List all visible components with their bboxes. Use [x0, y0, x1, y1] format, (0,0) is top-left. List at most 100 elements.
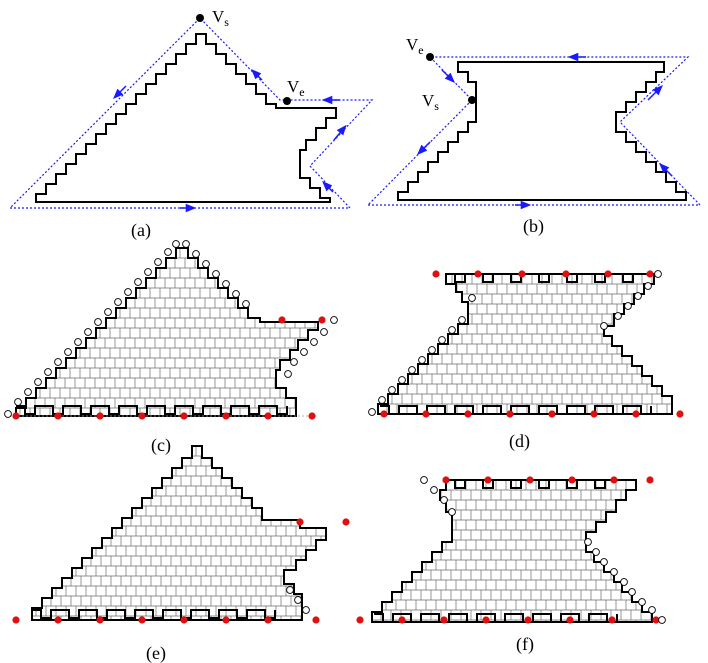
filled-marker [474, 270, 482, 278]
open-marker [368, 408, 376, 416]
panel-e-grid [32, 446, 326, 620]
open-marker [284, 370, 292, 378]
filled-marker [318, 316, 326, 324]
open-marker [592, 548, 600, 556]
filled-marker [562, 270, 570, 278]
open-marker [614, 312, 622, 320]
filled-marker [526, 476, 534, 484]
panel-a-outline [35, 33, 337, 203]
filled-marker [12, 412, 20, 420]
open-marker [24, 388, 32, 396]
filled-marker [646, 270, 654, 278]
open-marker [114, 298, 122, 306]
panel-a: Vs Ve (a) [9, 7, 374, 241]
filled-marker [180, 412, 188, 420]
filled-marker [138, 616, 146, 624]
panel-f-bottom-crenel [374, 613, 618, 623]
caption-e: (e) [146, 643, 166, 663]
open-marker [448, 326, 456, 334]
open-marker [286, 586, 294, 594]
open-marker [378, 396, 386, 404]
filled-marker [590, 410, 598, 418]
panel-e-bottom-crenel [32, 609, 276, 619]
open-marker [388, 386, 396, 394]
vs-label: Vs [422, 91, 439, 113]
filled-marker [568, 476, 576, 484]
open-marker [398, 376, 406, 384]
caption-a: (a) [131, 220, 151, 241]
panel-f-top-crenel [446, 479, 606, 489]
open-marker [14, 398, 22, 406]
caption-f: (f) [516, 634, 534, 655]
panel-f-grid [372, 480, 652, 622]
filled-marker [342, 518, 350, 526]
open-marker [294, 596, 302, 604]
panel-d-bottom-crenel [380, 405, 652, 415]
panel-a-arrow [333, 124, 347, 141]
open-marker [222, 280, 230, 288]
open-marker [420, 476, 428, 484]
ve-label: Ve [287, 77, 305, 99]
open-marker [134, 278, 142, 286]
panel-e-outline [31, 445, 327, 621]
panel-b-arrow [659, 163, 673, 177]
open-marker [192, 250, 200, 258]
open-marker [154, 258, 162, 266]
filled-marker [484, 476, 492, 484]
caption-b: (b) [523, 216, 544, 237]
filled-marker [138, 412, 146, 420]
panel-a-arrow [113, 85, 127, 99]
panel-a-arrow [322, 181, 334, 193]
open-marker [54, 358, 62, 366]
open-marker [440, 496, 448, 504]
filled-marker [356, 616, 364, 624]
panel-e: (e) [12, 445, 350, 663]
open-marker [638, 598, 646, 606]
filled-marker [566, 616, 574, 624]
filled-marker [646, 476, 654, 484]
open-marker [448, 508, 456, 516]
filled-marker [432, 270, 440, 278]
filled-marker [482, 616, 490, 624]
open-marker [624, 302, 632, 310]
filled-marker [632, 410, 640, 418]
filled-marker [222, 616, 230, 624]
ve-point [426, 53, 434, 61]
filled-marker [264, 412, 272, 420]
panel-b-path [367, 56, 702, 206]
panel-b: Ve Vs (b) [367, 35, 702, 237]
open-marker [302, 606, 310, 614]
open-marker [418, 356, 426, 364]
open-marker [620, 578, 628, 586]
filled-marker [380, 410, 388, 418]
filled-marker [312, 616, 320, 624]
open-marker [124, 288, 132, 296]
panel-c: (c) [4, 240, 338, 456]
filled-marker [96, 616, 104, 624]
filled-marker [264, 616, 272, 624]
filled-marker [506, 410, 514, 418]
panel-d-grid [378, 274, 672, 414]
vs-point [468, 96, 476, 104]
panel-b-arrow [441, 69, 455, 83]
open-marker [164, 248, 172, 256]
filled-marker [608, 616, 616, 624]
filled-marker [54, 616, 62, 624]
open-marker [310, 338, 318, 346]
open-marker [430, 486, 438, 494]
filled-marker [442, 476, 450, 484]
open-marker [600, 558, 608, 566]
filled-marker [398, 616, 406, 624]
open-marker [610, 568, 618, 576]
filled-marker [652, 616, 660, 624]
vs-point [196, 14, 204, 22]
ve-label: Ve [406, 35, 424, 57]
vs-label: Vs [212, 7, 229, 29]
open-marker [634, 292, 642, 300]
filled-marker [308, 412, 316, 420]
open-marker [428, 346, 436, 354]
open-marker [44, 368, 52, 376]
open-marker [408, 366, 416, 374]
panel-c-grid [16, 248, 318, 416]
